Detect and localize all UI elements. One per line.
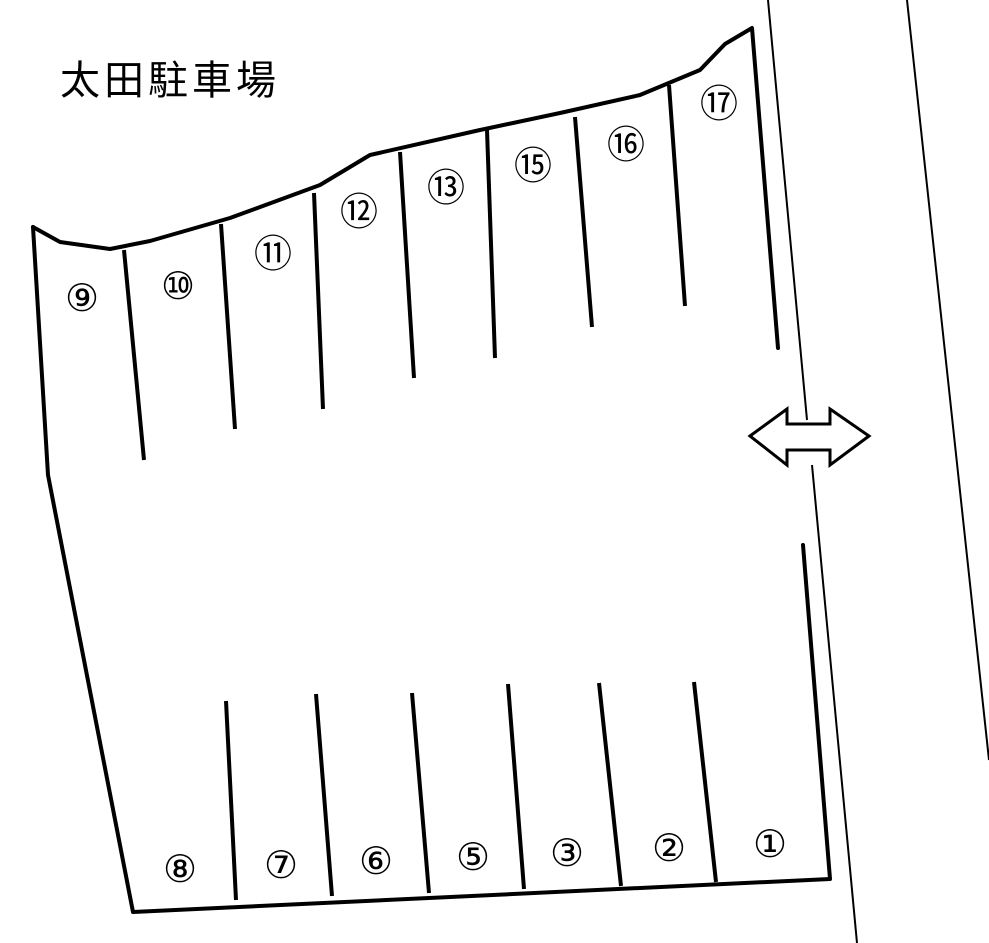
divider-top (219, 223, 237, 430)
entrance-arrow-icon (747, 406, 872, 469)
lot-outline (31, 26, 780, 350)
lot-outline-bottom (31, 225, 832, 914)
divider-top (573, 116, 594, 328)
road-edge-outer (906, 0, 989, 761)
spot-label: ⑤ (456, 835, 490, 879)
divider-bottom (597, 682, 623, 887)
spot-label: ⑧ (163, 847, 197, 891)
divider-top (485, 129, 497, 359)
divider-bottom (692, 681, 718, 883)
spot-label: ⑩ (161, 264, 195, 308)
spot-label: ⑥ (359, 839, 393, 883)
divider-bottom (410, 692, 431, 894)
spot-label: ⑫ (340, 190, 378, 234)
divider-top (667, 84, 687, 307)
road-edge-inner-bottom (811, 464, 858, 943)
spot-label: ① (753, 822, 787, 866)
divider-bottom (314, 693, 334, 897)
divider-top (312, 192, 325, 410)
divider-bottom (224, 700, 238, 901)
spot-label: ⑰ (700, 82, 738, 126)
spot-label: ⑮ (514, 144, 552, 188)
road-edge-inner-top (767, 0, 808, 421)
spot-label: ⑦ (264, 843, 298, 887)
divider-bottom (506, 683, 526, 890)
spot-label: ⑪ (254, 232, 292, 276)
top-row-dividers (122, 84, 687, 461)
divider-top (122, 249, 146, 461)
bottom-row-dividers (224, 681, 718, 901)
divider-top (398, 151, 416, 379)
lot-title: 太田駐車場 (60, 58, 280, 104)
spot-label: ⑨ (65, 276, 99, 320)
spot-label: ⑯ (607, 123, 645, 167)
spot-label: ② (652, 826, 686, 870)
spot-label: ⑬ (427, 166, 465, 210)
spot-label: ③ (550, 831, 584, 875)
spot-labels: ① ② ③ ⑤ ⑥ ⑦ ⑧ ⑨ ⑩ ⑪ ⑫ ⑬ ⑮ ⑯ ⑰ (65, 82, 787, 891)
